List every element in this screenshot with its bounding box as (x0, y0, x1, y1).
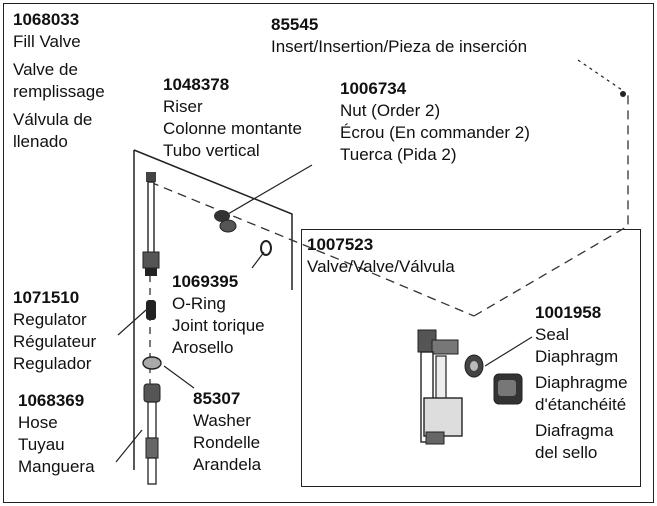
label-riser: 1048378 Riser Colonne montante Tubo vert… (163, 74, 302, 162)
part-name: Tuyau (18, 435, 65, 454)
part-name: Colonne montante (163, 119, 302, 138)
part-name: Fill Valve (13, 32, 81, 51)
part-name: Regulator (13, 310, 87, 329)
label-regulator: 1071510 Regulator Régulateur Regulador (13, 287, 96, 375)
part-name: d'étanchéité (535, 395, 627, 414)
leader-hose (115, 429, 143, 463)
part-name: Manguera (18, 457, 95, 476)
label-hose: 1068369 Hose Tuyau Manguera (18, 390, 95, 478)
riser-panel (133, 149, 293, 470)
part-number: 1069395 (172, 272, 239, 291)
leader-insert (577, 59, 623, 91)
part-number: 1068369 (18, 391, 85, 410)
part-name: Seal (535, 325, 570, 344)
part-name: Arosello (172, 338, 234, 357)
label-insert: 85545 Insert/Insertion/Pieza de inserció… (271, 14, 527, 58)
leader-seal (484, 336, 533, 367)
part-name: Diaphragme (535, 373, 628, 392)
part-name: Diafragma (535, 421, 614, 440)
part-name: Tubo vertical (163, 141, 260, 160)
riser-part (142, 172, 160, 276)
valve-part (417, 329, 463, 445)
washer-part (142, 356, 162, 370)
label-washer: 85307 Washer Rondelle Arandela (193, 388, 261, 476)
part-name: remplissage (13, 82, 105, 101)
valve-frame (301, 229, 641, 487)
label-valve: 1007523 Valve/Valve/Válvula (307, 234, 455, 278)
part-number: 85545 (271, 15, 319, 34)
part-name: Nut (Order 2) (340, 101, 441, 120)
insert-part (620, 91, 626, 97)
part-name: Regulador (13, 354, 92, 373)
part-number: 1048378 (163, 75, 230, 94)
seal-part (464, 354, 523, 405)
part-name: Joint torique (172, 316, 265, 335)
part-name: Valve de (13, 60, 78, 79)
label-o-ring: 1069395 O-Ring Joint torique Arosello (172, 271, 265, 359)
label-nut: 1006734 Nut (Order 2) Écrou (En commande… (340, 78, 530, 166)
nut-part (214, 210, 237, 233)
part-name: Tuerca (Pida 2) (340, 145, 457, 164)
part-name: Arandela (193, 455, 262, 474)
regulator-part (146, 300, 156, 320)
label-seal: 1001958 Seal Diaphragm Diaphragme d'étan… (535, 302, 628, 464)
o-ring-part (260, 240, 272, 256)
part-name: Diaphragm (535, 347, 619, 366)
part-name: O-Ring (172, 294, 226, 313)
label-fill-valve: 1068033 Fill Valve Valve de remplissage … (13, 9, 105, 153)
part-name: Écrou (En commander 2) (340, 123, 530, 142)
leader-washer (163, 365, 195, 389)
part-name: del sello (535, 443, 598, 462)
part-name: Rondelle (193, 433, 261, 452)
leader-regulator (117, 309, 147, 336)
part-number: 1068033 (13, 10, 80, 29)
part-name: Régulateur (13, 332, 97, 351)
part-name: Valve/Valve/Válvula (307, 257, 455, 276)
part-name: Insert/Insertion/Pieza de inserción (271, 37, 528, 56)
leader-o-ring (251, 251, 265, 269)
part-number: 1071510 (13, 288, 80, 307)
part-number: 1006734 (340, 79, 407, 98)
part-number: 85307 (193, 389, 241, 408)
hose-part (143, 383, 161, 485)
part-name: Washer (193, 411, 251, 430)
part-name: Válvula de (13, 110, 93, 129)
outer-frame (3, 3, 654, 503)
part-number: 1007523 (307, 235, 374, 254)
part-name: Riser (163, 97, 203, 116)
part-name: Hose (18, 413, 58, 432)
leader-nut (227, 164, 313, 215)
part-number: 1001958 (535, 303, 602, 322)
part-name: llenado (13, 132, 68, 151)
